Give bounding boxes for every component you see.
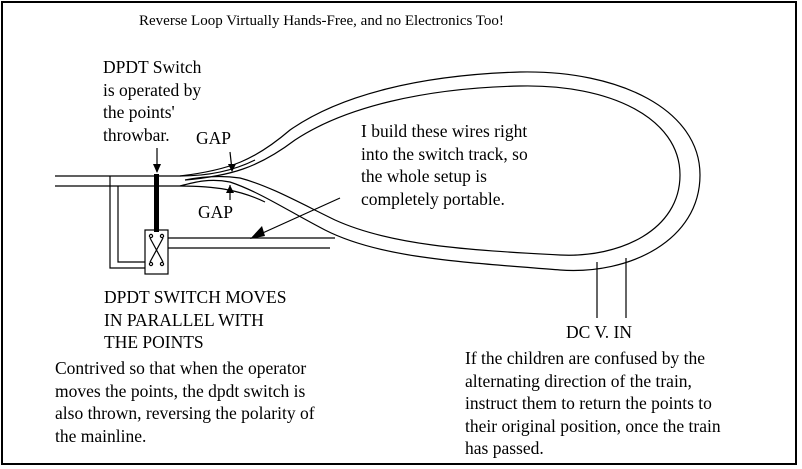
dc-input-label: DC V. IN — [566, 322, 632, 342]
children-note: If the children are confused by the alte… — [465, 348, 721, 458]
wire-left-inner — [117, 186, 145, 263]
wires-arrow-line — [255, 197, 341, 237]
gap-label-bottom: GAP — [198, 202, 234, 222]
wires-note: I build these wires right into the switc… — [361, 121, 528, 209]
throwbar — [154, 174, 159, 232]
loop-inner-rail — [184, 85, 681, 256]
gap-label-top: GAP — [196, 128, 232, 148]
dpdt-switch-box — [144, 229, 169, 275]
dpdt-switch-note: DPDT Switch is operated by the points' t… — [103, 57, 202, 145]
branch-rail-upper — [179, 185, 266, 203]
dpdt-switch-x — [149, 237, 164, 263]
diagram-title: Reverse Loop Virtually Hands-Free, and n… — [139, 13, 504, 29]
dpdt-arrowhead — [153, 164, 161, 173]
gap-top-arrowhead — [228, 164, 236, 172]
gap-bottom-arrowhead — [226, 185, 234, 193]
switch-moves-note: DPDT SWITCH MOVES IN PARALLEL WITH THE P… — [104, 287, 287, 352]
loop-outer-rail — [179, 71, 701, 272]
wires-arrowhead — [250, 226, 265, 239]
branch-rail-lower — [179, 159, 256, 177]
wire-left-loop — [109, 176, 145, 269]
contrived-note: Contrived so that when the operator move… — [55, 358, 315, 446]
